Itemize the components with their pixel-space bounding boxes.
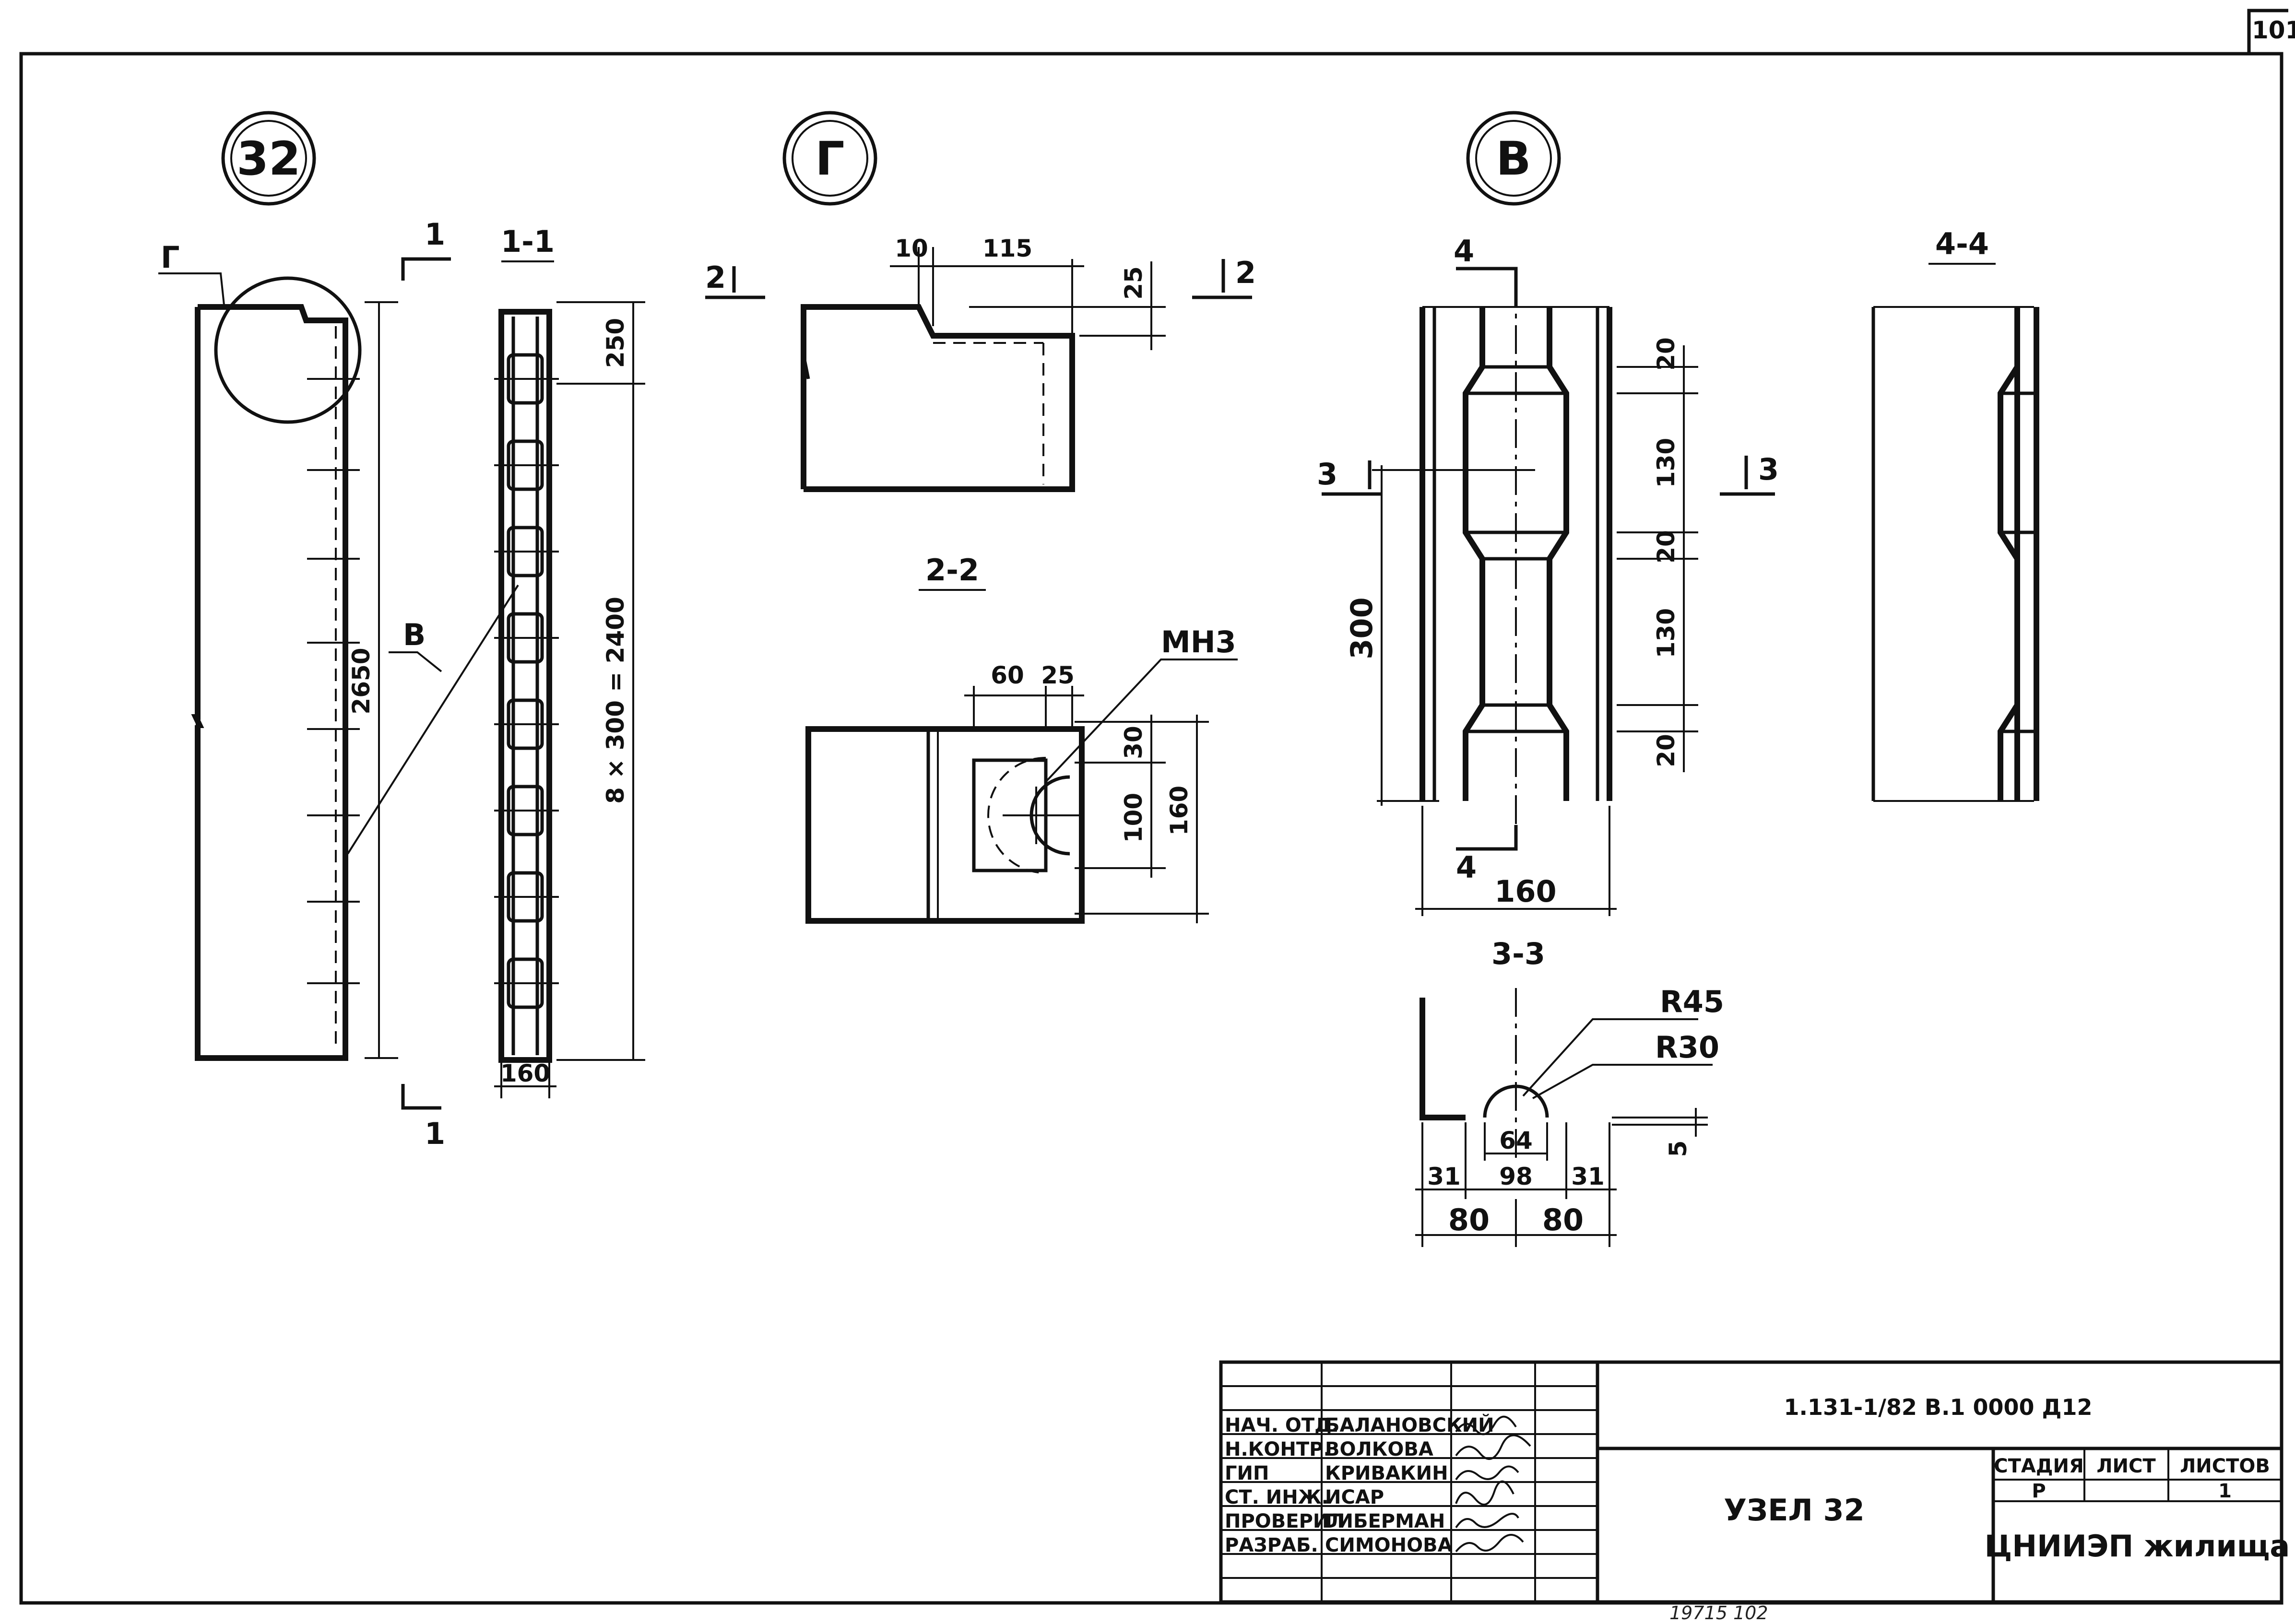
cut-mark-1-top: 1 [425,217,445,252]
cut-mark-1-bottom: 1 [425,1116,445,1151]
main-elevation-view: 32 Г В 2650 1 1 [158,111,519,1151]
cut-mark-2-right: 2 [1235,255,1256,290]
view-marker-g: Г [815,132,844,186]
dim-80-left: 80 [1448,1202,1490,1237]
dim-seg-130-b: 130 [1652,608,1680,658]
role-3: ГИП [1225,1462,1269,1484]
view-marker-circle-g [782,111,877,206]
dim-seg-20-a: 20 [1652,337,1680,371]
role-1: НАЧ. ОТД. [1225,1414,1339,1436]
section-3-3: 3-3 R45 R30 64 98 31 31 80 80 5 [1415,936,1724,1247]
cut-mark-3-right: 3 [1758,452,1779,487]
dim-300: 300 [1344,597,1379,659]
dim-31-right: 31 [1571,1163,1605,1190]
dim-64: 64 [1499,1127,1533,1154]
sheets-value: 1 [2218,1480,2232,1502]
name-6: СИМОНОВА [1325,1534,1453,1556]
sheet-title: УЗЕЛ 32 [1724,1493,1865,1528]
name-4: ИСАР [1325,1486,1384,1508]
section-1-1-title: 1-1 [501,224,555,259]
name-5: ГИБЕРМАН [1325,1510,1445,1532]
view-marker-circle-v [1466,111,1561,206]
dim-80-right: 80 [1542,1202,1584,1237]
section-1-1: 1-1 250 8 × 300 = 2400 [494,224,645,1098]
radius-r30: R30 [1655,1030,1719,1065]
title-block: НАЧ. ОТД. Н.КОНТР. ГИП СТ. ИНЖ. ПРОВЕРИЛ… [1219,1360,2290,1604]
cut-mark-3-left: 3 [1317,457,1337,492]
section-4-4: 4-4 [1871,226,2039,802]
dim-seg-20-b: 20 [1652,530,1680,564]
detail-g: Г 10 115 25 2 2 [705,111,1256,492]
dim-25-2-2: 25 [1041,661,1075,689]
role-2: Н.КОНТР. [1225,1438,1331,1460]
note-mn3: МН3 [1161,624,1236,659]
dim-width-160-v: 160 [1494,874,1556,909]
role-6: РАЗРАБ. [1225,1534,1318,1556]
callout-circle-g [214,276,362,424]
callout-label-v: В [403,617,426,652]
callout-label-g: Г [161,240,180,275]
cut-mark-2-left: 2 [705,260,726,295]
cut-mark-4-bottom: 4 [1456,850,1477,885]
cut-mark-4-top: 4 [1454,234,1474,269]
dim-31-left: 31 [1427,1163,1461,1190]
dim-10: 10 [895,235,928,262]
document-code: 1.131-1/82 В.1 0000 Д12 [1784,1394,2092,1420]
section-3-3-title: 3-3 [1491,936,1545,971]
radius-r45: R45 [1660,984,1724,1019]
dim-30: 30 [1120,726,1148,759]
dim-height-2650: 2650 [347,647,375,714]
dim-seg-130-a: 130 [1652,438,1680,488]
view-marker-32: 32 [237,132,301,186]
section-4-4-title: 4-4 [1935,226,1989,261]
signatures [1455,1415,1531,1553]
footer-handwritten: 19715 102 [1669,1602,1768,1624]
dim-25-g: 25 [1120,266,1148,300]
role-4: СТ. ИНЖ. [1225,1486,1329,1508]
section-2-2: 2-2 60 25 МН3 30 100 160 [805,553,1238,924]
dim-100: 100 [1120,793,1148,843]
name-3: КРИВАКИН [1325,1462,1448,1484]
dim-115: 115 [982,235,1032,262]
section-2-2-title: 2-2 [925,553,979,588]
stage-label: СТАДИЯ [1994,1455,2084,1477]
detail-v: В 4 4 3 3 300 [1317,111,1779,916]
sheet-frame [19,52,2283,1605]
view-marker-v: В [1496,132,1531,186]
dim-width-160-1-1: 160 [500,1059,550,1087]
dim-5: 5 [1664,1141,1692,1157]
page-number-box [2247,9,2288,54]
sheet-label: ЛИСТ [2096,1455,2156,1477]
dim-160-2-2: 160 [1165,786,1193,836]
organization: ЦНИИЭП жилища [1985,1529,2290,1564]
name-1: БАЛАНОВСКИЙ [1325,1413,1494,1436]
dim-pitch-2400: 8 × 300 = 2400 [602,597,629,804]
dim-98: 98 [1499,1163,1533,1190]
dim-top-250: 250 [602,318,629,368]
role-5: ПРОВЕРИЛ [1225,1510,1345,1532]
dim-seg-20-c: 20 [1652,734,1680,767]
name-2: ВОЛКОВА [1325,1438,1433,1460]
page-number: 101 [2252,16,2295,44]
view-marker-circle-32 [221,111,316,206]
dim-60: 60 [991,661,1024,689]
stage-value: Р [2032,1480,2046,1502]
sheets-label: ЛИСТОВ [2180,1455,2270,1477]
